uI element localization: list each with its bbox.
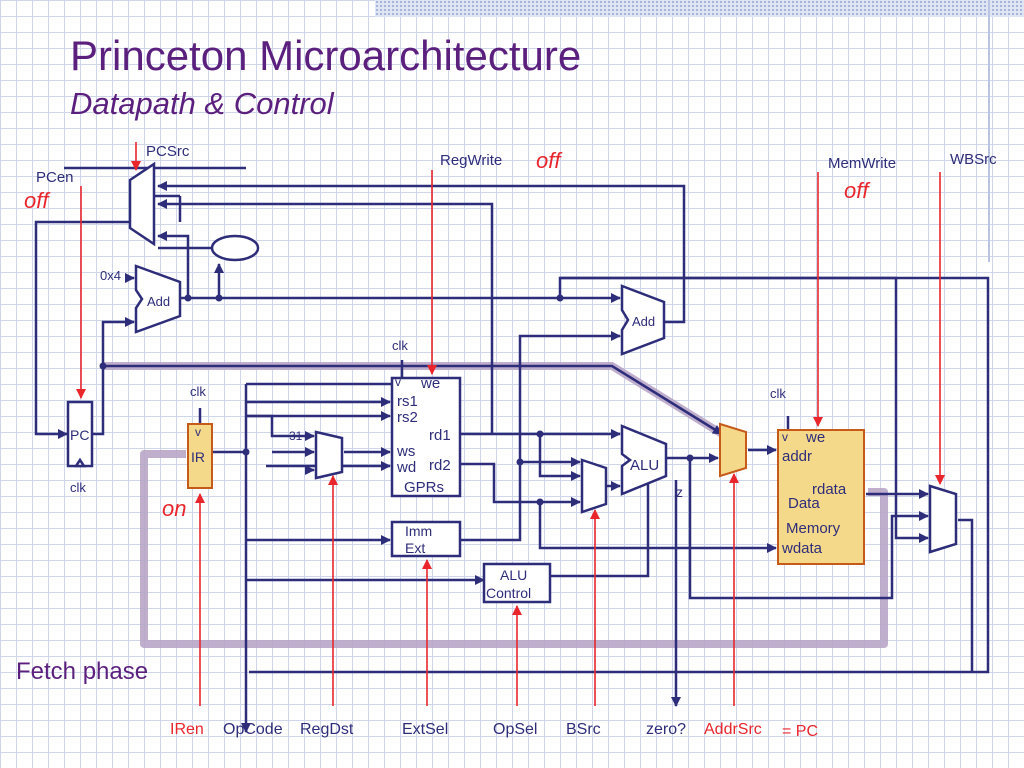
address-mux: [719, 422, 747, 478]
memory-wdata-label: wdata: [781, 540, 823, 557]
memory-addr-label: addr: [782, 448, 812, 465]
pcen-state: off: [24, 188, 51, 213]
wd-label: wd: [396, 459, 416, 476]
pc-label: PC: [70, 427, 89, 443]
opsel-label: OpSel: [493, 721, 537, 738]
branch-comparator: [210, 234, 260, 262]
gprs-label: GPRs: [404, 479, 444, 496]
rd2-label: rd2: [429, 457, 451, 474]
ir-clk-label: clk: [190, 384, 206, 399]
pc-clock-edge: [73, 457, 87, 468]
phase-label: Fetch phase: [16, 658, 149, 685]
data-memory: [777, 429, 865, 565]
writeback-mux: [928, 484, 958, 554]
regwrite-state: off: [536, 148, 563, 173]
gpr-clk-label: clk: [392, 338, 408, 353]
regwrite-label: RegWrite: [440, 152, 502, 169]
instruction-register: [187, 423, 213, 489]
pcsrc-label: PCSrc: [146, 143, 190, 160]
zero-label: zero?: [646, 721, 686, 738]
const-31-label: 31: [289, 429, 303, 443]
ir-label: IR: [191, 449, 205, 465]
memwrite-label: MemWrite: [828, 155, 896, 172]
imm-label: Imm: [405, 523, 432, 539]
slide-decoration-line: [988, 0, 990, 262]
rs2-label: rs2: [397, 409, 418, 426]
ext-label: Ext: [405, 540, 425, 556]
wire-junctions: [99, 294, 694, 506]
memwrite-state: off: [844, 178, 871, 203]
slide-title: Princeton Microarchitecture: [70, 32, 582, 79]
memory-clock-mark: v: [782, 430, 788, 444]
alu-control-label-2: Control: [486, 585, 531, 601]
title-decoration-band: [375, 0, 1024, 17]
regdst-label: RegDst: [300, 721, 354, 738]
regdst-mux: [314, 430, 344, 480]
memory-label: Memory: [786, 520, 841, 537]
pc-mux: [128, 161, 156, 247]
ws-label: ws: [396, 443, 415, 460]
gpr-clock-mark: v: [395, 375, 401, 389]
addrsrc-value: = PC: [782, 723, 818, 740]
rs1-label: rs1: [397, 393, 418, 410]
rd1-label: rd1: [429, 427, 451, 444]
imm-ext-block: [390, 520, 462, 558]
datapath-wires: [34, 166, 990, 733]
pc-adder: [134, 264, 182, 334]
control-lines: [76, 142, 945, 706]
register-file: [390, 376, 462, 498]
wbsrc-label: WBSrc: [950, 151, 997, 168]
memory-we-label: we: [805, 429, 825, 446]
iren-label: IRen: [170, 721, 204, 738]
slide-subtitle: Datapath & Control: [70, 86, 334, 121]
const-4-label: 0x4: [100, 268, 121, 283]
ir-clock-label: v: [195, 425, 201, 439]
branch-adder-label: Add: [632, 314, 655, 329]
iren-state: on: [162, 496, 186, 521]
branch-adder: [620, 284, 666, 356]
bsrc-label: BSrc: [566, 721, 601, 738]
alu-label: ALU: [630, 457, 659, 474]
memory-rdata-label: rdata: [812, 481, 847, 498]
addrsrc-label: AddrSrc: [704, 721, 762, 738]
memory-data-label: Data: [788, 495, 820, 512]
alu-control-block: [482, 562, 552, 604]
pc-clk-label: clk: [70, 480, 86, 495]
pc-adder-label: Add: [147, 294, 170, 309]
alu-control-label-1: ALU: [500, 567, 527, 583]
bsrc-mux: [580, 458, 608, 514]
zero-flag-label: z: [676, 484, 683, 500]
extsel-label: ExtSel: [402, 721, 448, 738]
alu: [620, 424, 668, 496]
gpr-we-label: we: [420, 375, 440, 392]
pcen-label: PCen: [36, 169, 74, 186]
opcode-label: OpCode: [223, 721, 283, 738]
memory-clk-label: clk: [770, 386, 786, 401]
